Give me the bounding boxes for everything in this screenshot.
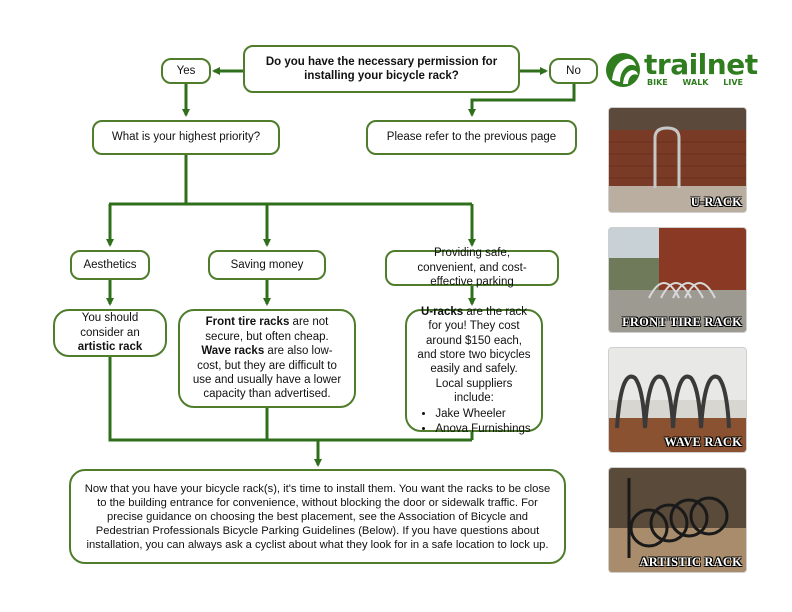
supplier-item: Anova Furnishings	[435, 422, 530, 436]
front-tire-box: Front tire racks are not secure, but oft…	[178, 309, 356, 408]
priority-text: What is your highest priority?	[111, 131, 261, 144]
u-rack-box: U-racks are the rack for you! They cost …	[405, 306, 543, 435]
logo-wordmark: trailnet	[644, 48, 758, 81]
supplier-list: Jake Wheeler Anova Furnishings	[417, 407, 530, 436]
front-tire-rack-label: FRONT TIRE RACK	[622, 315, 742, 329]
priority-box: What is your highest priority?	[92, 120, 280, 155]
saving-money-box: Saving money	[208, 250, 326, 280]
u-rack-label: U-RACK	[690, 195, 742, 209]
safe-parking-box: Providing safe, convenient, and cost-eff…	[385, 247, 559, 288]
install-box: Now that you have your bicycle rack(s), …	[69, 469, 566, 564]
question-box: Do you have the necessary permission for…	[243, 45, 520, 93]
trailnet-logo: trailnet BIKE WALK LIVE	[604, 48, 758, 92]
artistic-rack-box: You should consider an artistic rack	[53, 309, 167, 357]
logo-tagline: BIKE WALK LIVE	[647, 78, 743, 87]
no-label: No	[566, 64, 581, 77]
aesthetics-box: Aesthetics	[70, 250, 150, 280]
safe-parking-text: Providing safe, convenient, and cost-eff…	[417, 247, 527, 289]
u-rack-photo: U-RACK	[608, 107, 747, 213]
front-tire-text: Front tire racks are not secure, but oft…	[192, 316, 342, 401]
artistic-rack-label: ARTISTIC RACK	[639, 555, 742, 569]
wave-rack-image	[609, 348, 746, 452]
yes-box: Yes	[161, 58, 211, 84]
front-tire-rack-image	[609, 228, 746, 332]
yes-label: Yes	[176, 64, 196, 77]
refer-box: Please refer to the previous page	[366, 120, 577, 155]
refer-text: Please refer to the previous page	[386, 131, 557, 144]
wave-rack-label: WAVE RACK	[664, 435, 742, 449]
wave-rack-photo: WAVE RACK	[608, 347, 747, 453]
merge-bar	[108, 357, 472, 442]
trailnet-mark-icon	[606, 53, 640, 87]
aesthetics-text: Aesthetics	[83, 258, 137, 271]
artistic-rack-photo: ARTISTIC RACK	[608, 467, 747, 573]
artistic-rack-image	[609, 468, 746, 572]
arrow-to-refer	[468, 84, 576, 117]
u-rack-text: U-racks are the rack for you! They cost …	[417, 305, 531, 405]
supplier-item: Jake Wheeler	[435, 407, 530, 421]
front-tire-rack-photo: FRONT TIRE RACK	[608, 227, 747, 333]
u-rack-image	[609, 108, 746, 212]
install-text: Now that you have your bicycle rack(s), …	[84, 482, 551, 551]
saving-money-text: Saving money	[230, 258, 304, 271]
no-box: No	[549, 58, 598, 84]
artistic-rack-text: You should consider an artistic rack	[77, 312, 143, 354]
question-text: Do you have the necessary permission for…	[265, 55, 498, 82]
